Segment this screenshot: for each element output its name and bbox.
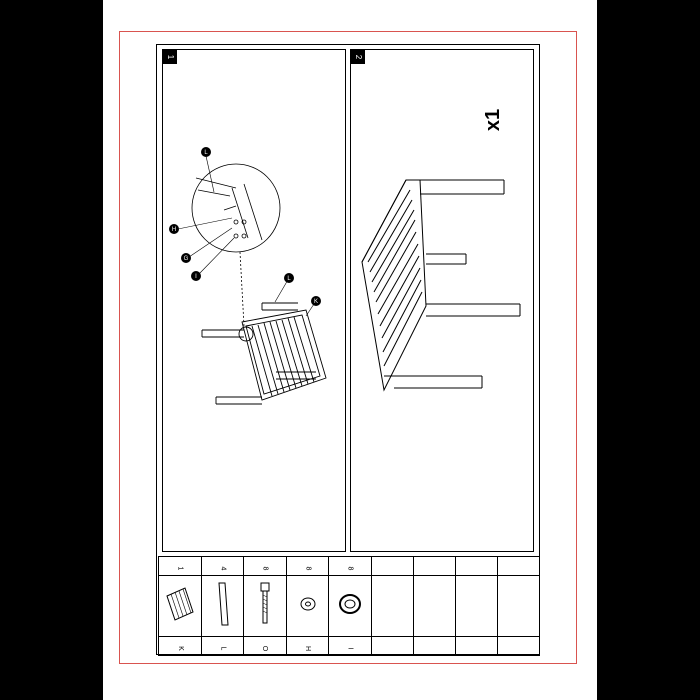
part-code: K xyxy=(158,636,202,656)
parts-list: 1 4 8 8 8 xyxy=(158,556,541,656)
callout-l-bottom xyxy=(284,273,294,283)
callout-h xyxy=(169,224,179,234)
part-code xyxy=(370,636,414,656)
part-code xyxy=(454,636,498,656)
part-image xyxy=(285,575,330,637)
step-2-panel: 2 xyxy=(350,49,534,552)
slatted-panel-icon xyxy=(166,586,194,621)
table-top-inverted xyxy=(201,302,327,405)
part-code: O xyxy=(243,636,287,656)
callout-g xyxy=(181,253,191,263)
callout-label: L xyxy=(204,150,208,156)
part-image xyxy=(412,575,456,637)
part-image xyxy=(158,575,202,637)
part-code: H xyxy=(285,636,330,656)
parts-code-row: K L O H I xyxy=(158,636,541,656)
callout-label: H xyxy=(172,227,176,233)
page-border xyxy=(119,31,577,664)
part-code xyxy=(412,636,456,656)
part-qty: 4 xyxy=(200,556,245,576)
part-code: L xyxy=(200,636,245,656)
callout-markers xyxy=(169,147,321,306)
assembled-table xyxy=(361,179,521,392)
part-qty xyxy=(454,556,498,576)
part-image xyxy=(496,575,541,637)
callout-i xyxy=(191,271,201,281)
callout-label: L xyxy=(287,276,291,282)
part-image xyxy=(454,575,498,637)
part-code: I xyxy=(328,636,372,656)
callout-label: K xyxy=(314,299,318,305)
leg-icon xyxy=(218,582,229,625)
part-image xyxy=(328,575,372,637)
part-qty xyxy=(370,556,414,576)
callout-label: G xyxy=(184,256,189,262)
bolt-icon xyxy=(260,582,270,623)
callout-l-top xyxy=(201,147,211,157)
part-qty: 8 xyxy=(243,556,287,576)
callout-k xyxy=(311,296,321,306)
washer-icon xyxy=(300,597,316,610)
part-qty: 8 xyxy=(328,556,372,576)
part-qty: 8 xyxy=(285,556,330,576)
part-image xyxy=(200,575,245,637)
lock-washer-icon xyxy=(339,593,362,614)
parts-quantity-row: 1 4 8 8 8 xyxy=(158,556,541,576)
detail-magnifier xyxy=(191,163,281,327)
part-qty xyxy=(412,556,456,576)
part-code xyxy=(496,636,541,656)
part-qty: 1 xyxy=(158,556,202,576)
part-image xyxy=(243,575,287,637)
callout-label: I xyxy=(195,274,197,280)
parts-image-row xyxy=(158,575,541,637)
part-image xyxy=(370,575,414,637)
part-qty xyxy=(496,556,541,576)
